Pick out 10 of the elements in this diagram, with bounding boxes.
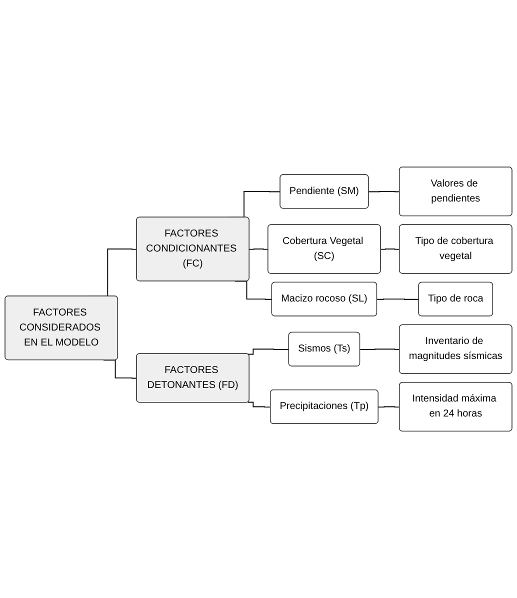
connector [380,248,400,250]
connector [368,190,400,192]
connector [234,280,272,300]
connector [376,298,420,300]
connector [247,402,272,408]
connector [247,348,290,355]
connector [360,348,400,350]
connector [103,360,138,379]
connector [248,248,269,250]
connector [378,406,400,408]
